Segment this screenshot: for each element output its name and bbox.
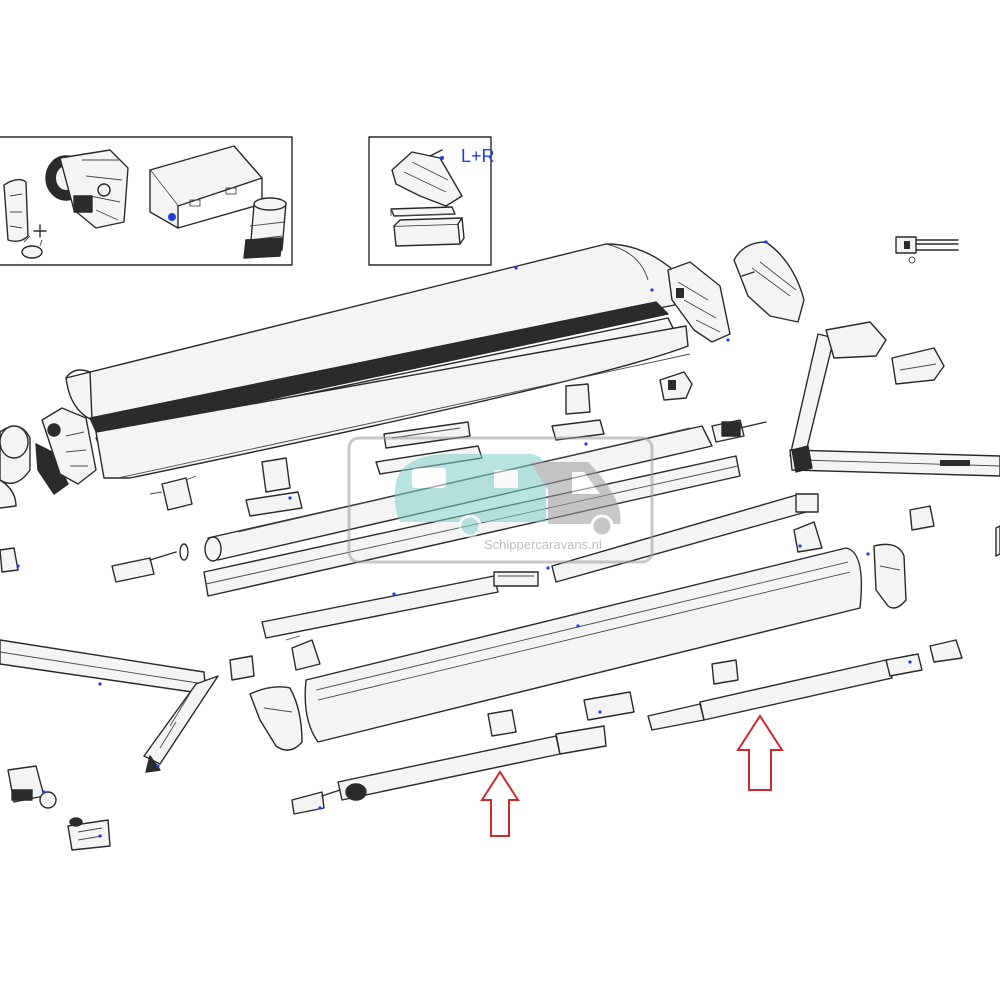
- red-arrow-right: [736, 714, 784, 791]
- bottom-left-motor-plug: [7, 765, 57, 809]
- right-arm-assembly: [789, 321, 1000, 477]
- clip-bracket-part: [659, 371, 693, 401]
- right-arm-end-piece: [891, 347, 945, 385]
- lower-clip-parts: [487, 659, 739, 737]
- inset-box-right: L+R: [368, 136, 495, 266]
- small-bracket-far-left: [0, 547, 19, 573]
- roller-end-connector: [711, 419, 767, 443]
- inset-right-label: L+R: [461, 146, 495, 166]
- left-arm-upper: [0, 639, 207, 695]
- small-clip-right: [909, 505, 935, 531]
- front-profile-lower: [304, 547, 863, 743]
- watermark-text: Schippercaravans.nl: [484, 537, 602, 552]
- watermark-logo: Schippercaravans.nl: [347, 436, 654, 564]
- wall-plug-part: [895, 236, 959, 264]
- small-plug-part: [21, 235, 43, 259]
- caravan-icon: [394, 454, 546, 538]
- left-end-cap-assembly: [0, 407, 97, 509]
- crank-bracket-part: [3, 178, 29, 243]
- control-box-part: [149, 145, 263, 229]
- small-clip-far-right: [995, 525, 1000, 557]
- small-bracket-left: [149, 475, 197, 511]
- lower-arm-left: [291, 725, 607, 815]
- middle-arm-bar-left: [261, 571, 539, 639]
- hanging-clip-top-left: [245, 457, 303, 517]
- arm-joint-bracket-right: [793, 521, 823, 553]
- front-profile-end-cap-right: [873, 543, 907, 609]
- cassette-lower-profile: [95, 325, 691, 479]
- right-end-bracket-assembly: [667, 261, 731, 343]
- right-end-cap: [733, 241, 805, 323]
- red-arrow-left: [480, 770, 520, 837]
- inset-box-left: [0, 136, 293, 266]
- reference-dots: [16, 240, 912, 838]
- lower-arm-right: [647, 639, 963, 731]
- middle-arm-bar-right: [551, 493, 819, 583]
- left-arm-lower: [143, 655, 255, 773]
- mounting-block-part: [393, 217, 465, 247]
- end-bracket-part: [391, 149, 463, 207]
- spacer-block-part: [390, 206, 456, 217]
- cable-connector-part: [243, 197, 287, 259]
- hanging-clip-top-right: [551, 383, 605, 441]
- front-profile-end-cap-left: [249, 686, 303, 751]
- camper-icon: [530, 462, 621, 538]
- roller-end-plug-left: [111, 543, 189, 583]
- plus-icon: [33, 224, 47, 238]
- bottom-left-connector: [67, 817, 111, 851]
- arm-joint-bracket-left: [285, 635, 321, 671]
- motor-unit-part: [45, 149, 129, 229]
